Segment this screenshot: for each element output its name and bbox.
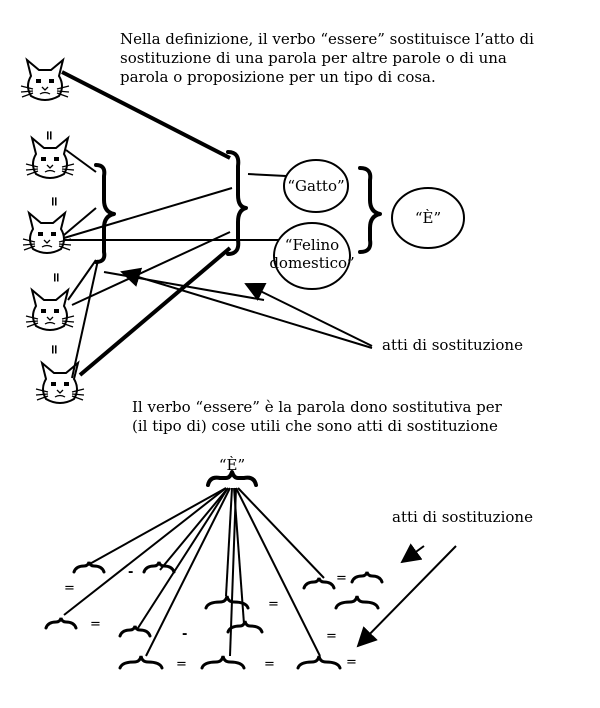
bubble-e-text: “È”: [415, 209, 441, 227]
cat-face-icon: [25, 137, 75, 179]
curly-brace-icon: [72, 561, 106, 574]
curly-brace-icon: [226, 150, 248, 256]
curly-brace-icon: [118, 625, 152, 638]
bubble-felino: “Felino domestico”: [269, 222, 355, 290]
arrow-icon: [244, 282, 373, 347]
small-braces: [44, 561, 384, 670]
curly-brace-icon: [358, 166, 382, 254]
bubble-e: “È”: [391, 187, 465, 249]
bottom-arrows: [356, 543, 457, 648]
equals-sign: =: [46, 196, 61, 207]
dash-sign: -: [182, 627, 187, 642]
bubble-felino-text-line2: domestico”: [269, 254, 354, 272]
equals-sign: =: [176, 657, 187, 672]
arrow-icon: [356, 545, 457, 648]
top-caption: Nella definizione, il verbo “essere” sos…: [120, 30, 534, 86]
curly-brace-icon: [302, 577, 336, 590]
curly-brace-icon: [204, 595, 250, 610]
braces: [94, 150, 382, 264]
curly-brace-icon: [206, 470, 258, 487]
bottom-equals: = - = - = = = = = =: [64, 565, 357, 672]
curly-brace-icon: [350, 571, 384, 584]
curly-brace-icon: [142, 561, 176, 574]
cat-face-icon: [25, 289, 75, 331]
cat-face-icon: [20, 59, 70, 101]
equals-sign: =: [48, 272, 63, 283]
equals-sign: =: [326, 629, 337, 644]
equals-sign: =: [346, 655, 357, 670]
curly-brace-icon: [44, 617, 78, 630]
arrow-icon: [400, 543, 425, 564]
equals-sign: =: [336, 571, 347, 586]
bubble-gatto: “Gatto”: [283, 159, 349, 213]
cat-face-icon: [35, 362, 85, 404]
bubble-felino-text-line1: “Felino: [285, 236, 339, 254]
curly-brace-icon: [94, 163, 116, 264]
dash-sign: -: [128, 565, 133, 580]
equals-sign: =: [46, 344, 61, 355]
equals-sign: =: [268, 597, 279, 612]
curly-brace-icon: [118, 655, 164, 670]
bottom-e-label: “È”: [219, 456, 245, 474]
equals-sign: =: [41, 130, 56, 141]
mid-caption: Il verbo “essere” è la parola dono sosti…: [132, 398, 502, 435]
curly-brace-icon: [226, 620, 264, 634]
curly-brace-icon: [296, 655, 342, 670]
equals-sign: =: [64, 581, 75, 596]
top-arrows: [120, 267, 373, 349]
bottom-rays: [63, 487, 325, 657]
equals-sign: =: [264, 657, 275, 672]
curly-brace-icon: [334, 595, 380, 610]
cat-equals: = = = =: [41, 130, 63, 355]
curly-brace-icon: [200, 655, 246, 670]
arrow-icon: [120, 267, 373, 349]
label-atti-bottom: atti di sostituzione: [392, 508, 533, 526]
label-atti-top: atti di sostituzione: [382, 336, 523, 354]
equals-sign: =: [90, 617, 101, 632]
bubble-gatto-text: “Gatto”: [287, 177, 344, 195]
connector-lines: [61, 70, 290, 379]
cat-face-icon: [22, 212, 72, 254]
